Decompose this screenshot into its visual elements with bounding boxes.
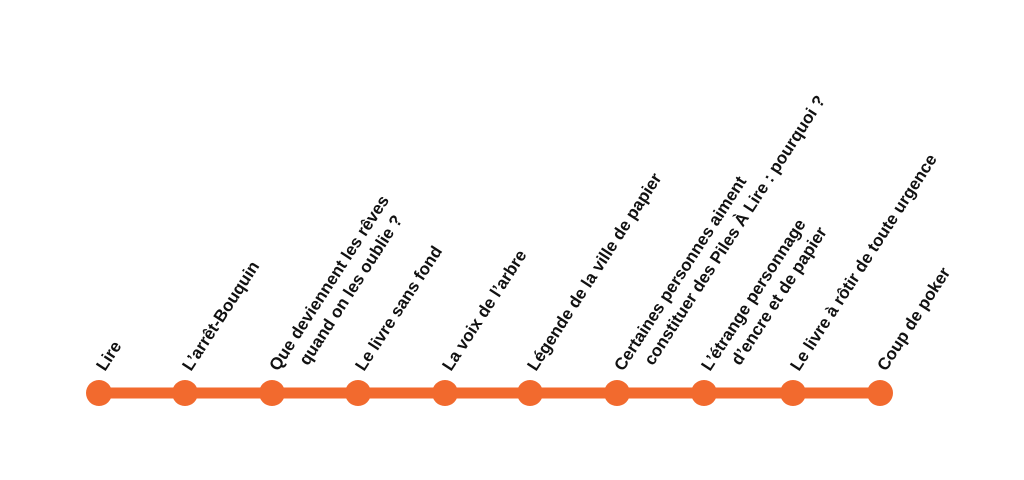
timeline-stop: Le livre à rôtir de toute urgence (780, 151, 941, 406)
stop-dot (780, 380, 806, 406)
timeline-stop: L’arrêt-Bouquin (172, 258, 263, 406)
stop-label: L’arrêt-Bouquin (178, 258, 263, 374)
stop-label-line: L’arrêt-Bouquin (178, 258, 263, 374)
stop-label: Coup de poker (873, 264, 954, 374)
timeline-stop: La voix de l’arbre (432, 247, 531, 406)
stop-dot (172, 380, 198, 406)
stop-dot (517, 380, 543, 406)
stop-dot (432, 380, 458, 406)
stop-dot (86, 380, 112, 406)
stop-label: Que deviennent les rêvesquand on les oub… (265, 192, 411, 386)
stop-label: La voix de l’arbre (438, 247, 530, 375)
stop-dot (345, 380, 371, 406)
stop-dot (604, 380, 630, 406)
stop-label: Lire (92, 338, 125, 375)
stop-label-line: La voix de l’arbre (438, 247, 530, 375)
stop-dot (691, 380, 717, 406)
stop-label-line: Lire (92, 338, 125, 375)
stop-dot (259, 380, 285, 406)
stop-label-line: Coup de poker (873, 264, 954, 374)
timeline-stop: Coup de poker (867, 264, 954, 406)
stop-dot (867, 380, 893, 406)
timeline-stop: Légende de la ville de papier (517, 169, 666, 406)
timeline-stop: Que deviennent les rêvesquand on les oub… (259, 192, 411, 406)
